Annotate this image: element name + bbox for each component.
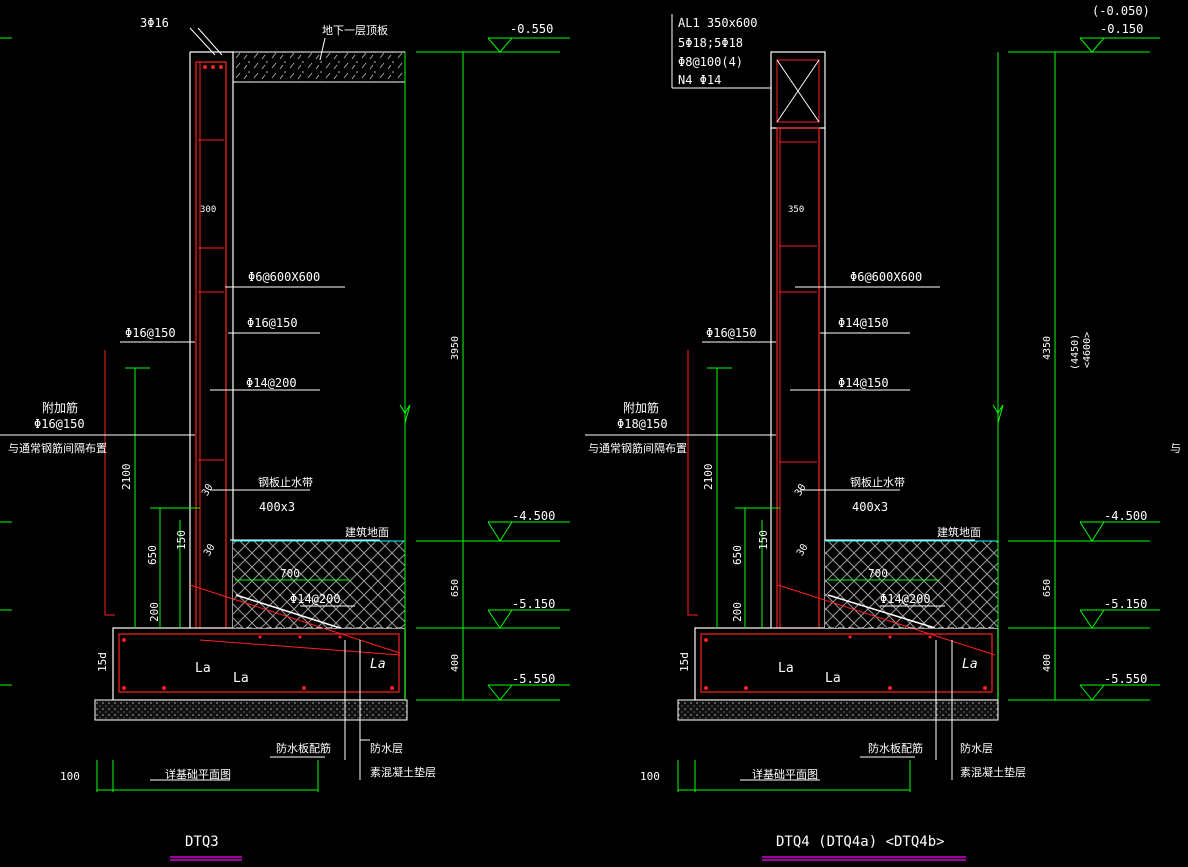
ground-label-r: 建筑地面 xyxy=(937,525,981,539)
plan-ref-r: 详基础平面图 xyxy=(752,767,818,781)
haunch-width-r: 700 xyxy=(868,567,888,580)
angle-top-r: 30 xyxy=(793,482,809,498)
waterstop-r: 钢板止水带 xyxy=(850,475,905,489)
wall-thickness: 300 xyxy=(200,205,216,215)
cushion-label: 素混凝土垫层 xyxy=(370,765,436,779)
vdim-total-r: 4350 xyxy=(1042,336,1053,360)
beam-label-2: 5Φ18;5Φ18 xyxy=(678,36,743,50)
angle-top: 30 xyxy=(200,482,216,498)
add-bar-title: 附加筋 xyxy=(42,400,78,415)
beam-label-4: N4 Φ14 xyxy=(678,73,721,87)
dim-150-r: 150 xyxy=(757,530,770,550)
dim-2100-r: 2100 xyxy=(702,464,715,491)
elev-2-r: -5.150 xyxy=(1104,597,1147,611)
vdim-650: 650 xyxy=(450,579,461,597)
tie-bars: Φ6@600X600 xyxy=(248,270,320,284)
footing-r xyxy=(694,627,999,701)
waterstop-size-r: 400x3 xyxy=(852,500,888,514)
section-title-dtq3: DTQ3 xyxy=(185,834,219,850)
vdim-400: 400 xyxy=(450,654,461,672)
elev-3-r: -5.550 xyxy=(1104,672,1147,686)
la-2-r: La xyxy=(825,671,841,686)
section-title-dtq4: DTQ4 (DTQ4a) <DTQ4b> xyxy=(776,834,945,850)
vdim-alt1: (4450) xyxy=(1070,334,1081,370)
vert-outer: Φ16@150 xyxy=(247,316,298,330)
la-3: La xyxy=(370,657,386,672)
add-bar-spec-r: Φ18@150 xyxy=(617,417,668,431)
waterstop: 钢板止水带 xyxy=(258,475,313,489)
dim-15d-r: 15d xyxy=(678,652,691,672)
waterproof-layer: 防水层 xyxy=(370,741,403,755)
edge-text: 与 xyxy=(1170,442,1181,455)
dim-650: 650 xyxy=(146,545,159,565)
vert-outer-r: Φ14@150 xyxy=(838,316,889,330)
dim-15d: 15d xyxy=(96,652,109,672)
tie-bars-r: Φ6@600X600 xyxy=(850,270,922,284)
haunch-bar: Φ14@200 xyxy=(290,592,341,606)
dim-2100: 2100 xyxy=(120,464,133,491)
bottom-dim: 100 xyxy=(60,770,80,783)
waterproof-conc: 防水板配筋 xyxy=(276,741,331,755)
elev-top: -0.550 xyxy=(510,22,553,36)
add-bar-spec: Φ16@150 xyxy=(34,417,85,431)
add-bar-title-r: 附加筋 xyxy=(623,400,659,415)
cushion-layer xyxy=(94,699,408,721)
cushion-layer-r xyxy=(677,699,999,721)
dim-200-r: 200 xyxy=(731,602,744,622)
waterproof-conc-r: 防水板配筋 xyxy=(868,741,923,755)
wall-thickness-r: 350 xyxy=(788,205,804,215)
vert-inner: Φ16@150 xyxy=(125,326,176,340)
dim-200: 200 xyxy=(148,602,161,622)
slab-label: 地下一层顶板 xyxy=(322,23,388,37)
horiz-bars-r: Φ14@150 xyxy=(838,376,889,390)
vdim-total: 3950 xyxy=(450,336,461,360)
plan-ref: 详基础平面图 xyxy=(165,767,231,781)
add-bar-note: 与通常钢筋间隔布置 xyxy=(8,441,107,455)
haunch-width: 700 xyxy=(280,567,300,580)
waterproof-layer-r: 防水层 xyxy=(960,741,993,755)
section-dtq3: 3Φ16 地下一层顶板 300 Φ6@600X600 Φ16@150 Φ16@1… xyxy=(0,16,570,861)
cushion-label-r: 素混凝土垫层 xyxy=(960,765,1026,779)
waterstop-size: 400x3 xyxy=(259,500,295,514)
vdim-650-r: 650 xyxy=(1042,579,1053,597)
elev-paren: (-0.050) xyxy=(1092,4,1150,18)
elev-1-r: -4.500 xyxy=(1104,509,1147,523)
soil-fill-r xyxy=(825,541,998,628)
bottom-dim-r: 100 xyxy=(640,770,660,783)
angle-bottom-r: 30 xyxy=(795,542,811,558)
la-2: La xyxy=(233,671,249,686)
elev-1: -4.500 xyxy=(512,509,555,523)
top-bars-label: 3Φ16 xyxy=(140,16,169,30)
section-dtq4: AL1 350x600 5Φ18;5Φ18 Φ8@100(4) N4 Φ14 3… xyxy=(585,4,1181,861)
elev-2: -5.150 xyxy=(512,597,555,611)
ground-label: 建筑地面 xyxy=(345,525,389,539)
la-1: La xyxy=(195,661,211,676)
la-3-r: La xyxy=(962,657,978,672)
beam-label-1: AL1 350x600 xyxy=(678,16,757,30)
add-bar-note-r: 与通常钢筋间隔布置 xyxy=(588,441,687,455)
beam-label-3: Φ8@100(4) xyxy=(678,55,743,69)
elev-3: -5.550 xyxy=(512,672,555,686)
vdim-alt2: <4600> xyxy=(1082,332,1093,368)
footing xyxy=(112,627,406,701)
top-slab xyxy=(232,51,406,83)
la-1-r: La xyxy=(778,661,794,676)
haunch-bar-r: Φ14@200 xyxy=(880,592,931,606)
vdim-400-r: 400 xyxy=(1042,654,1053,672)
dim-150: 150 xyxy=(175,530,188,550)
dim-650-r: 650 xyxy=(731,545,744,565)
soil-fill xyxy=(233,541,405,628)
angle-bottom: 30 xyxy=(202,542,218,558)
elev-top-r: -0.150 xyxy=(1100,22,1143,36)
horiz-bars: Φ14@200 xyxy=(246,376,297,390)
vert-inner-r: Φ16@150 xyxy=(706,326,757,340)
